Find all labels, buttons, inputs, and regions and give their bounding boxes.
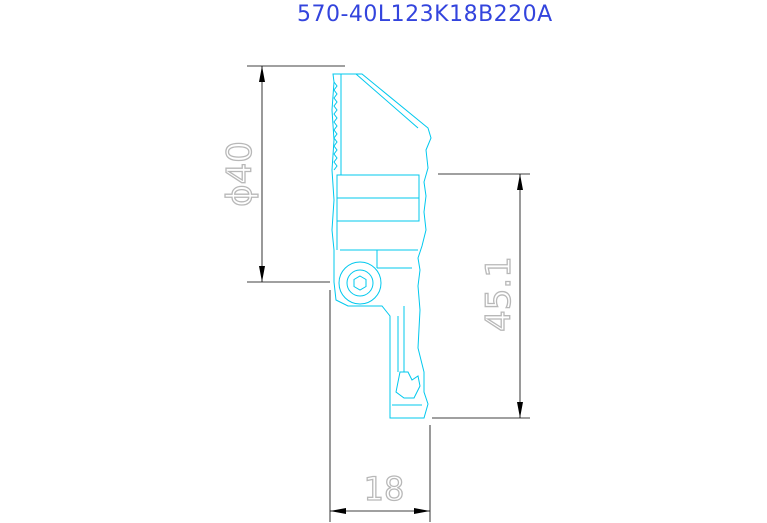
- diameter-arrow-bottom: [259, 266, 265, 282]
- length-label: 45.1: [479, 256, 519, 332]
- length-dimension: 45.1: [432, 173, 530, 419]
- diameter-arrow-top: [259, 66, 265, 82]
- screw-hex-socket-icon: [353, 275, 367, 291]
- tool-holder-outline: [331, 73, 432, 419]
- width-arrow-right: [414, 508, 430, 514]
- width-dimension: 18: [329, 290, 431, 522]
- cutting-insert: [395, 371, 421, 399]
- diameter-label: ϕ40: [220, 141, 260, 207]
- width-arrow-left: [330, 508, 346, 514]
- length-arrow-top: [517, 174, 523, 190]
- chamfer-line: [355, 73, 419, 129]
- clamp-screw-inner: [346, 269, 374, 297]
- clamp-screw-head: [338, 261, 382, 305]
- part-number-title: 570-40L123K18B220A: [297, 2, 553, 27]
- diameter-dimension: ϕ40: [219, 65, 345, 283]
- serrated-edge: [333, 81, 338, 171]
- head-contour: [331, 73, 432, 419]
- length-arrow-bottom: [517, 402, 523, 418]
- width-label: 18: [364, 470, 405, 508]
